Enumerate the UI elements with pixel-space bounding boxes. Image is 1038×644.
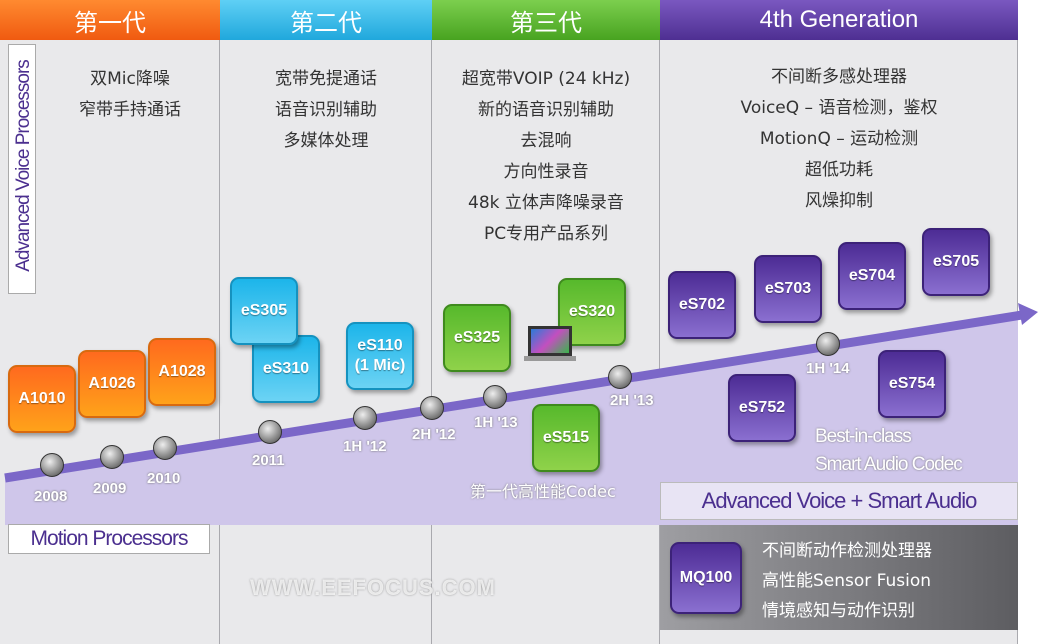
milestone-node [483,385,507,409]
gen1-features: 双Mic降噪 窄带手持通话 [40,64,220,126]
milestone-node [816,332,840,356]
chip-a1028: A1028 [148,338,216,406]
chip-mq100: MQ100 [670,542,742,614]
arrow-head [1018,303,1038,325]
gen4-codec-note-2: Smart Audio Codec [815,454,963,475]
chip-es752: eS752 [728,374,796,442]
feature: 不间断动作检测处理器 [762,541,932,561]
milestone-label: 1H '13 [474,414,518,431]
gen3-codec-note: 第一代高性能Codec [470,482,616,501]
feature: 不间断多感处理器 [771,67,907,87]
gen2-features: 宽带免提通话 语音识别辅助 多媒体处理 [220,64,432,157]
feature: 新的语音识别辅助 [478,100,614,120]
milestone-node [608,365,632,389]
feature: 高性能Sensor Fusion [762,571,932,591]
chip-es704: eS704 [838,242,906,310]
chip-a1026: A1026 [78,350,146,418]
feature: 情境感知与动作识别 [762,601,915,621]
feature: VoiceQ – 语音检测，鉴权 [740,98,938,118]
voice-row-label: Advanced Voice Processors [13,60,34,272]
gen4-codec-note-1: Best-in-class [815,426,912,447]
feature: 超低功耗 [805,160,873,180]
chip-es325: eS325 [443,304,511,372]
milestone-node [420,396,444,420]
watermark: WWW.EEFOCUS.COM [250,575,496,600]
chip-es705: eS705 [922,228,990,296]
chip-es305: eS305 [230,277,298,345]
milestone-label: 1H '14 [806,360,850,377]
milestone-label: 2010 [147,470,181,487]
feature: 48k 立体声降噪录音 [468,193,624,213]
milestone-label: 2008 [34,488,68,505]
chip-es703: eS703 [754,255,822,323]
chip-a1010: A1010 [8,365,76,433]
gen4-features: 不间断多感处理器 VoiceQ – 语音检测，鉴权 MotionQ – 运动检测… [660,62,1018,217]
gen3-features: 超宽带VOIP (24 kHz) 新的语音识别辅助 去混响 方向性录音 48k … [432,64,660,250]
gen4-banner: Advanced Voice + Smart Audio [660,482,1018,520]
milestone-node [40,453,64,477]
feature: 窄带手持通话 [79,100,181,120]
milestone-label: 2009 [93,480,127,497]
feature: 去混响 [520,131,572,151]
milestone-node [258,420,282,444]
feature: 双Mic降噪 [90,69,170,89]
feature: 超宽带VOIP (24 kHz) [461,69,631,89]
chip-es754: eS754 [878,350,946,418]
chip-es310: eS310 [252,335,320,403]
milestone-node [353,406,377,430]
motion-features: 不间断动作检测处理器 高性能Sensor Fusion 情境感知与动作识别 [762,536,932,626]
milestone-node [100,445,124,469]
feature: 风燥抑制 [805,191,873,211]
gen4-header: 4th Generation [660,0,1018,40]
feature: PC专用产品系列 [483,224,609,244]
milestone-label: 2011 [252,452,285,469]
feature: 语音识别辅助 [275,100,377,120]
chip-es110: eS110 (1 Mic) [346,322,414,390]
milestone-label: 1H '12 [343,438,387,455]
feature: 多媒体处理 [283,131,369,151]
voice-row-label-box: Advanced Voice Processors [8,44,36,294]
feature: 方向性录音 [503,162,589,182]
gen2-header: 第二代 [220,0,432,40]
milestone-label: 2H '12 [412,426,456,443]
feature: 宽带免提通话 [275,69,377,89]
laptop-icon [528,326,572,356]
milestone-label: 2H '13 [610,392,654,409]
laptop-base [524,356,576,361]
motion-row-label: Motion Processors [8,524,210,554]
chip-es515: eS515 [532,404,600,472]
gen1-header: 第一代 [0,0,220,40]
milestone-node [153,436,177,460]
gen3-header: 第三代 [432,0,660,40]
feature: MotionQ – 运动检测 [759,129,919,149]
chip-es702: eS702 [668,271,736,339]
voice-band [5,312,1030,525]
